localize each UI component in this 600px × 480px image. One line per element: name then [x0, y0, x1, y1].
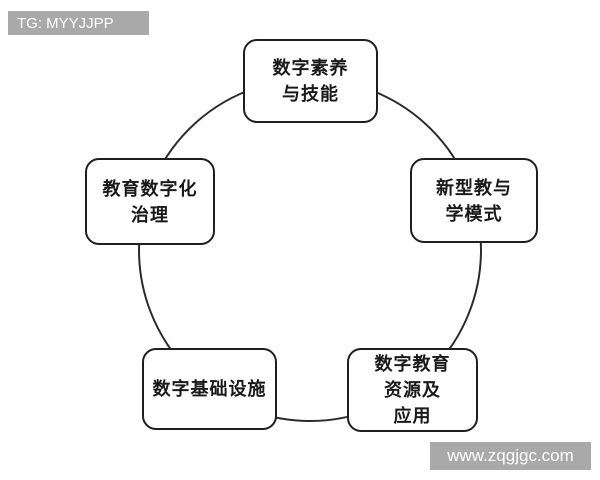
- node-digital-infrastructure: 数字基础设施: [142, 348, 277, 430]
- node-education-digital-governance: 教育数字化 治理: [85, 158, 215, 245]
- node-digital-literacy-skills: 数字素养 与技能: [243, 39, 378, 123]
- watermark-telegram-badge: TG: MYYJJPP: [8, 11, 149, 35]
- node-digital-education-resources: 数字教育 资源及 应用: [347, 348, 478, 432]
- node-new-teaching-learning-models: 新型教与 学模式: [410, 158, 538, 243]
- watermark-website-badge: www.zqgjgc.com: [430, 442, 591, 470]
